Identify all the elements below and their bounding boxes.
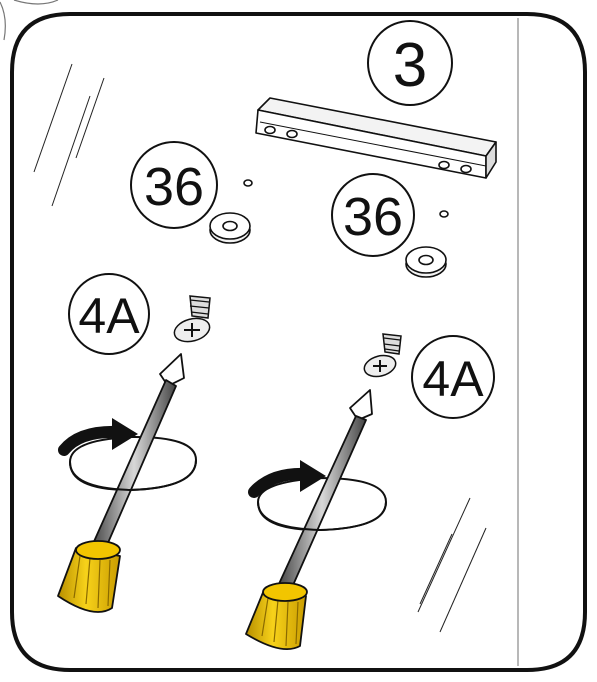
callout-screw-right: 4A	[412, 336, 494, 418]
svg-text:36: 36	[343, 187, 403, 247]
adjacent-panel-edge	[0, 2, 5, 40]
callout-rail: 3	[368, 21, 452, 105]
rail-part	[256, 98, 496, 178]
phillips-screw-icon	[362, 334, 401, 380]
rail-hole	[265, 127, 275, 134]
rail-hole	[461, 166, 471, 173]
svg-text:3: 3	[393, 31, 427, 100]
phillips-screw-icon	[172, 296, 212, 345]
callout-washer-left: 36	[131, 142, 217, 228]
rail-hole	[439, 162, 449, 169]
svg-text:36: 36	[144, 157, 204, 217]
callout-washer-right: 36	[332, 174, 414, 256]
svg-text:4A: 4A	[78, 288, 140, 344]
svg-text:4A: 4A	[422, 351, 484, 407]
callout-screw-left: 4A	[69, 274, 149, 354]
rail-hole	[287, 131, 297, 138]
